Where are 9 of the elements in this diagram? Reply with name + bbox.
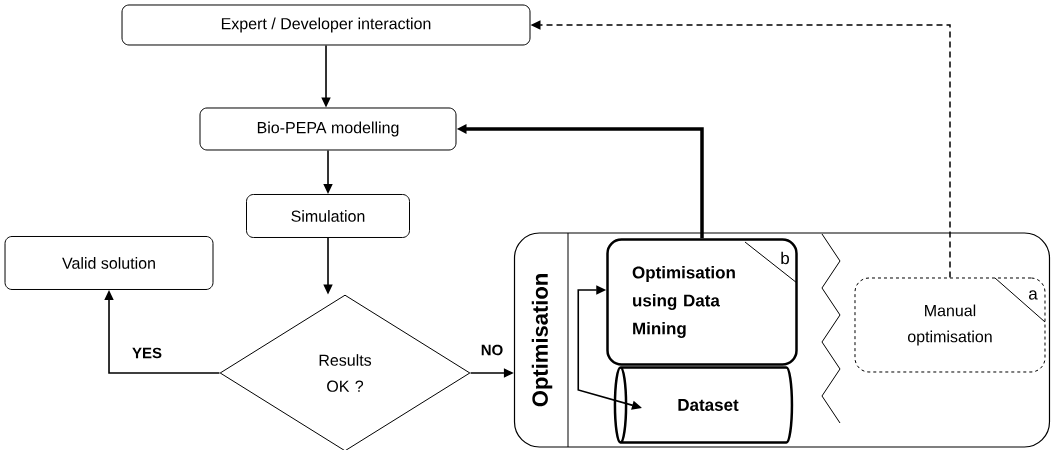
process-box: Simulation: [246, 194, 410, 238]
edge-label: YES: [131, 346, 163, 360]
process-box: Valid solution: [4, 236, 214, 290]
process-box: Optimisation using Data Mining b: [606, 238, 798, 366]
process-box: Bio-PEPA modelling: [199, 107, 457, 151]
process-box: Expert / Developer interaction: [121, 4, 531, 46]
edge-label: NO: [479, 343, 505, 357]
process-box: Manual optimisation a: [854, 277, 1046, 373]
database-cylinder: Dataset: [613, 366, 794, 444]
